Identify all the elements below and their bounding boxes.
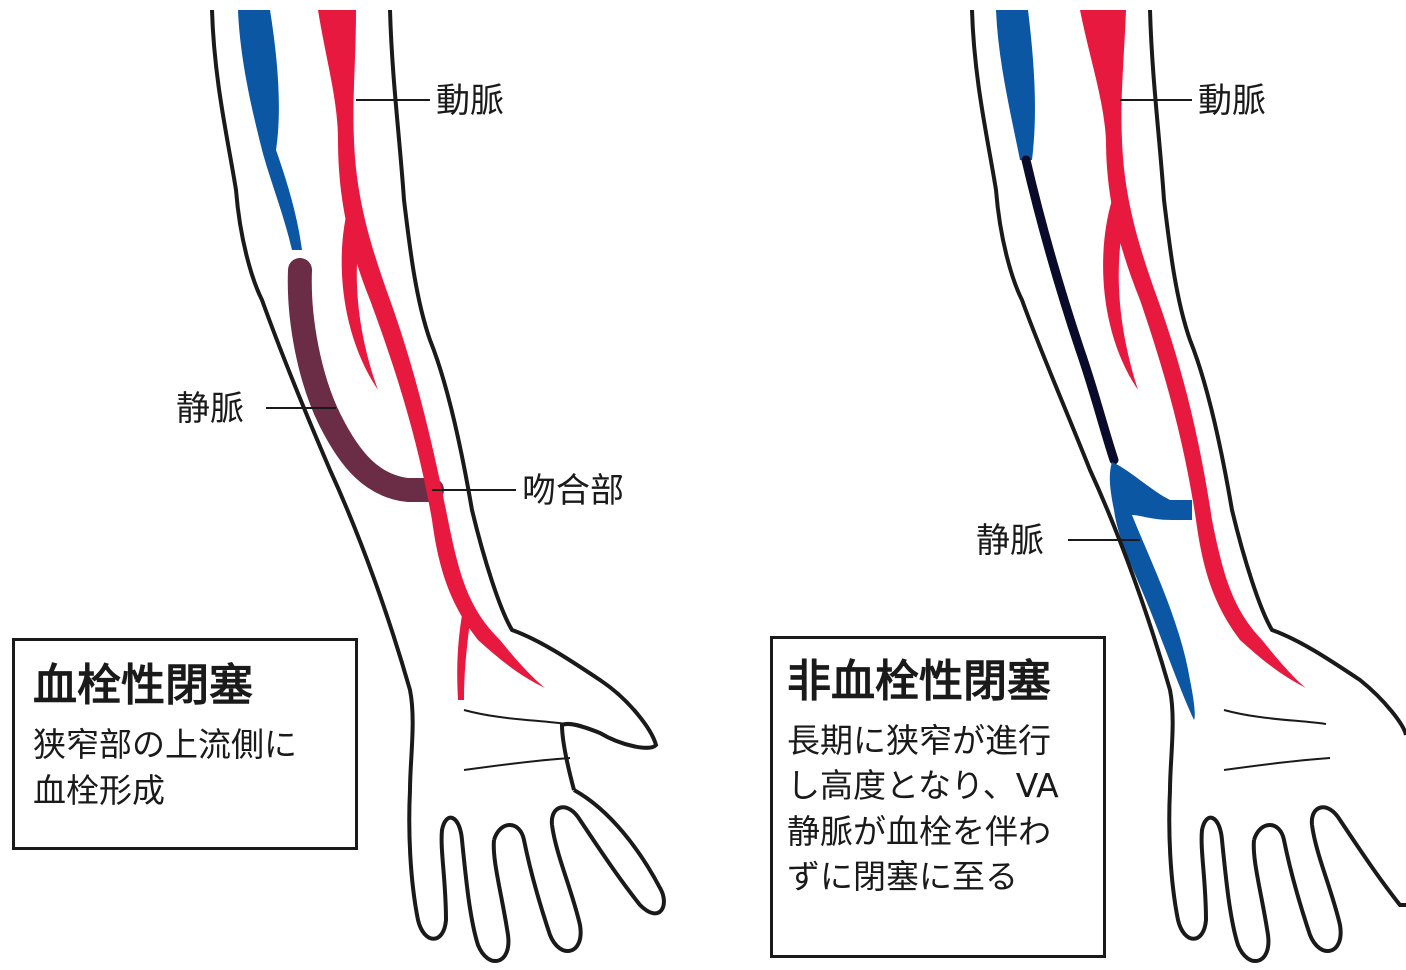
desc-line: 狭窄部の上流側に xyxy=(33,722,337,769)
non-thrombotic-occlusion-title: 非血栓性閉塞 xyxy=(787,657,1089,708)
desc-line: ずに閉塞に至る xyxy=(787,854,1089,900)
thrombotic-occlusion-title: 血栓性閉塞 xyxy=(33,661,337,712)
left-vein xyxy=(238,10,302,250)
desc-line: し高度となり、VA xyxy=(787,763,1089,809)
right-artery-label: 動脈 xyxy=(1198,84,1266,118)
left-artery-label: 動脈 xyxy=(436,84,504,118)
thrombotic-occlusion-desc: 狭窄部の上流側に 血栓形成 xyxy=(33,722,337,816)
left-artery-wrist xyxy=(457,615,470,700)
right-vein-label: 静脈 xyxy=(976,524,1044,558)
non-thrombotic-occlusion-desc: 長期に狭窄が進行 し高度となり、VA 静脈が血栓を伴わ ずに閉塞に至る xyxy=(787,718,1089,900)
right-vein-upper xyxy=(996,10,1035,160)
occluded-vein xyxy=(1026,160,1114,460)
anastomosis-label: 吻合部 xyxy=(522,474,624,508)
desc-line: 長期に狭窄が進行 xyxy=(787,718,1089,764)
thrombotic-occlusion-box: 血栓性閉塞 狭窄部の上流側に 血栓形成 xyxy=(12,638,358,850)
left-vein-label: 静脈 xyxy=(176,392,244,426)
desc-line: 静脈が血栓を伴わ xyxy=(787,809,1089,855)
right-vein-lower xyxy=(1110,462,1195,720)
non-thrombotic-occlusion-box: 非血栓性閉塞 長期に狭窄が進行 し高度となり、VA 静脈が血栓を伴わ ずに閉塞に… xyxy=(770,636,1106,958)
desc-line: 血栓形成 xyxy=(33,768,337,815)
